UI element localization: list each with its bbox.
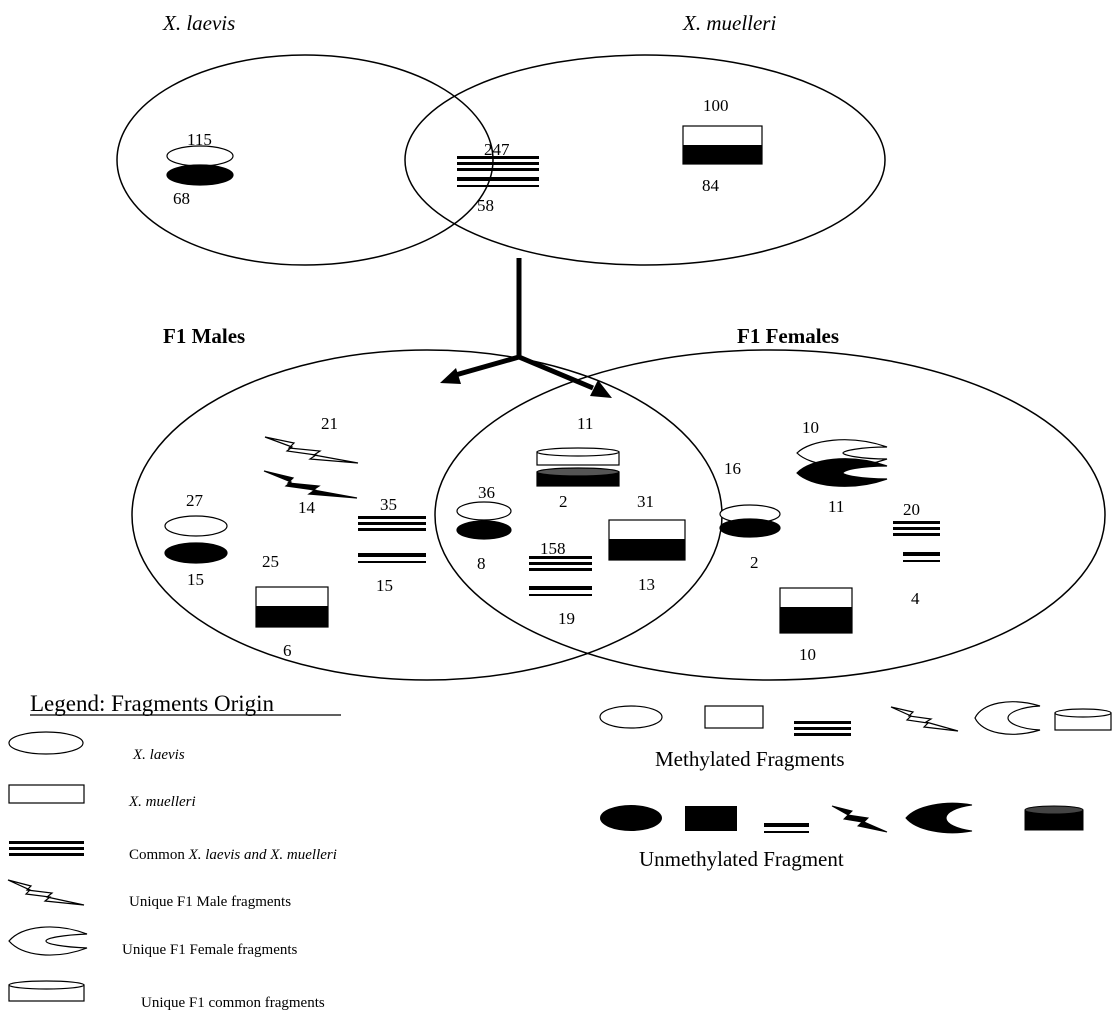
muelleri-methylated-count: 100 bbox=[703, 96, 729, 115]
males-common-methylated-count: 35 bbox=[380, 495, 397, 514]
shared-common-methylated-count: 158 bbox=[540, 539, 566, 558]
methylated-ellipse-icon bbox=[166, 145, 234, 167]
common-unmethylated-count: 58 bbox=[477, 196, 494, 215]
legend-label-male: Unique F1 Male fragments bbox=[129, 894, 291, 910]
muelleri-unmethylated-count: 84 bbox=[702, 176, 720, 195]
f1-males-circle bbox=[131, 349, 723, 681]
methylated-cylinder-icon bbox=[536, 447, 620, 466]
rectangle-icon bbox=[8, 784, 85, 804]
legend-label-common: Common X. laevis and X. muelleri bbox=[129, 847, 337, 863]
males-laevis-unmethylated-count: 15 bbox=[187, 570, 204, 589]
f1-males-label: F1 Males bbox=[163, 324, 245, 348]
f1-females-circle bbox=[434, 349, 1106, 681]
methylated-cylinder-icon bbox=[1054, 708, 1112, 731]
unmethylated-crescent-icon bbox=[796, 458, 888, 487]
legend-label-f1-common: Unique F1 common fragments bbox=[141, 995, 325, 1011]
shared-laevis-unmethylated-count: 8 bbox=[477, 554, 486, 573]
half-filled-rectangle-icon bbox=[682, 125, 763, 165]
unmethylated-rectangle-icon bbox=[685, 806, 737, 831]
unmethylated-ellipse-icon bbox=[600, 805, 662, 831]
unmethylated-double-line-icon bbox=[529, 586, 592, 596]
shared-cyl-unmethylated-count: 2 bbox=[559, 492, 568, 511]
laevis-circle bbox=[116, 54, 494, 266]
methylated-ellipse-icon bbox=[456, 501, 512, 521]
cylinder-icon bbox=[8, 980, 85, 1002]
unmethylated-crescent-icon bbox=[905, 802, 973, 834]
unmethylated-cylinder-icon bbox=[1024, 805, 1084, 831]
females-common-unmethylated-count: 4 bbox=[911, 589, 920, 608]
species-label-laevis: X. laevis bbox=[162, 11, 235, 35]
shared-muelleri-methylated-count: 31 bbox=[637, 492, 654, 511]
triple-line-icon bbox=[9, 841, 84, 856]
f1-females-label: F1 Females bbox=[737, 324, 839, 348]
methylated-triple-line-icon bbox=[457, 156, 539, 171]
crescent-icon bbox=[8, 926, 88, 956]
shared-cyl-methylated-count: 11 bbox=[577, 414, 593, 433]
males-muelleri-methylated-count: 25 bbox=[262, 552, 279, 571]
unmethylated-double-line-icon bbox=[457, 177, 539, 187]
half-filled-rectangle-icon bbox=[779, 587, 853, 634]
unmethylated-fragment-label: Unmethylated Fragment bbox=[639, 847, 844, 871]
species-label-muelleri: X. muelleri bbox=[682, 11, 776, 35]
methylated-triple-line-icon bbox=[893, 521, 940, 536]
males-common-unmethylated-count: 15 bbox=[376, 576, 393, 595]
methylated-ellipse-icon bbox=[599, 705, 663, 729]
shared-muelleri-unmethylated-count: 13 bbox=[638, 575, 655, 594]
unmethylated-ellipse-icon bbox=[456, 520, 512, 540]
males-unique-methylated-count: 21 bbox=[321, 414, 338, 433]
unmethylated-ellipse-icon bbox=[164, 542, 228, 564]
methylated-ellipse-icon bbox=[164, 515, 228, 537]
females-common-methylated-count: 20 bbox=[903, 500, 920, 519]
males-muelleri-unmethylated-count: 6 bbox=[283, 641, 292, 660]
males-laevis-methylated-count: 27 bbox=[186, 491, 204, 510]
females-unique-unmethylated-count: 11 bbox=[828, 497, 844, 516]
legend-label-female: Unique F1 Female fragments bbox=[122, 942, 298, 958]
unmethylated-cylinder-icon bbox=[536, 467, 620, 487]
arrowhead-left bbox=[440, 368, 461, 384]
shared-common-unmethylated-count: 19 bbox=[558, 609, 575, 628]
females-laevis-unmethylated-count: 2 bbox=[750, 553, 759, 572]
cross-arrow bbox=[451, 258, 594, 391]
unmethylated-ellipse-icon bbox=[166, 164, 234, 186]
legend-label-muelleri: X. muelleri bbox=[128, 794, 196, 810]
lightning-icon bbox=[7, 879, 85, 906]
methylated-lightning-icon bbox=[890, 706, 959, 732]
unmethylated-lightning-icon bbox=[263, 470, 358, 499]
shared-laevis-methylated-count: 36 bbox=[478, 483, 495, 502]
common-methylated-count: 247 bbox=[484, 140, 510, 159]
unmethylated-ellipse-icon bbox=[719, 518, 781, 538]
laevis-unmethylated-count: 68 bbox=[173, 189, 190, 208]
legend-label-laevis: X. laevis bbox=[132, 747, 185, 763]
females-muelleri-unmethylated-count: 10 bbox=[799, 645, 816, 664]
half-filled-rectangle-icon bbox=[608, 519, 686, 561]
females-unique-methylated-count: 10 bbox=[802, 418, 819, 437]
unmethylated-double-line-icon bbox=[764, 823, 809, 833]
muelleri-circle bbox=[404, 54, 886, 266]
methylated-lightning-icon bbox=[264, 436, 359, 464]
unmethylated-double-line-icon bbox=[358, 553, 426, 563]
methylated-triple-line-icon bbox=[794, 721, 851, 736]
methylated-triple-line-icon bbox=[529, 556, 592, 571]
males-unique-unmethylated-count: 14 bbox=[298, 498, 316, 517]
methylated-triple-line-icon bbox=[358, 516, 426, 531]
half-filled-rectangle-icon bbox=[255, 586, 329, 628]
females-laevis-methylated-count: 16 bbox=[724, 459, 741, 478]
legend-title: Legend: Fragments Origin bbox=[30, 691, 275, 716]
methylated-crescent-icon bbox=[974, 701, 1041, 735]
ellipse-icon bbox=[8, 731, 84, 755]
arrowhead-right bbox=[590, 380, 612, 398]
methylated-fragments-label: Methylated Fragments bbox=[655, 747, 845, 771]
methylated-rectangle-icon bbox=[704, 705, 764, 729]
unmethylated-double-line-icon bbox=[903, 552, 940, 562]
unmethylated-lightning-icon bbox=[831, 805, 888, 833]
laevis-methylated-count: 115 bbox=[187, 130, 212, 149]
